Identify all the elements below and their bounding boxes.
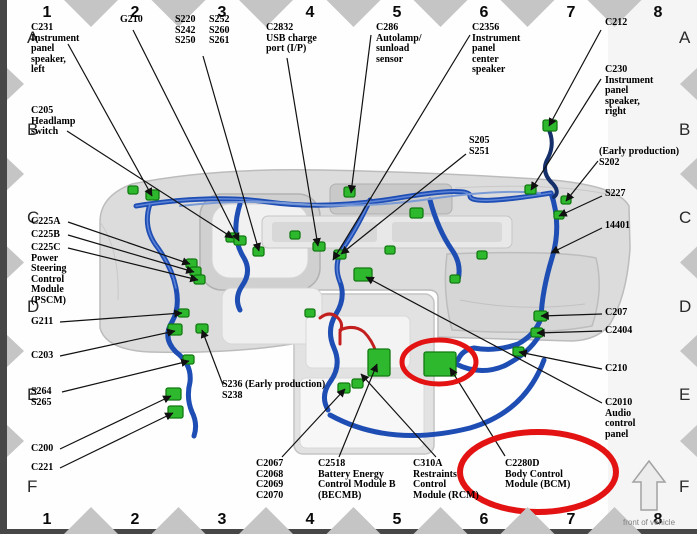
connector — [409, 207, 424, 219]
leader-line-c230 — [530, 78, 602, 191]
connector — [449, 274, 461, 284]
leader-line-s205-s251 — [340, 153, 467, 255]
grid-triangle-icon — [7, 335, 24, 367]
grid-triangle-icon — [680, 158, 697, 190]
grid-triangle-icon — [64, 507, 118, 534]
grid-triangle-icon — [7, 68, 24, 100]
grid-triangle-icon — [7, 425, 24, 457]
leader-line-c2518-becmb — [338, 363, 378, 458]
leader-line-c200 — [59, 395, 172, 450]
leader-line-c212 — [548, 29, 602, 127]
grid-triangle-icon — [587, 0, 642, 27]
connector — [167, 405, 184, 419]
connector — [351, 378, 364, 389]
connector — [127, 185, 139, 195]
grid-triangle-icon — [7, 246, 24, 279]
grid-triangle-icon — [151, 507, 206, 534]
grid-triangle-icon — [326, 0, 381, 27]
connector — [233, 235, 247, 246]
leader-line-p14401 — [550, 227, 603, 254]
grid-triangle-icon — [500, 507, 555, 534]
connector — [423, 351, 457, 377]
connector — [145, 189, 160, 201]
connector — [384, 245, 396, 255]
leader-line-c203 — [59, 328, 176, 357]
grid-triangle-icon — [680, 246, 697, 279]
leader-line-g210 — [132, 29, 240, 242]
leader-line-c207 — [540, 311, 603, 320]
leader-line-c225a — [67, 221, 191, 266]
connector — [165, 387, 182, 401]
leader-line-s227 — [558, 195, 603, 217]
leader-line-c2356 — [332, 34, 471, 261]
grid-triangle-icon — [151, 0, 206, 27]
connector — [304, 308, 316, 318]
grid-triangle-icon — [587, 507, 642, 534]
connector — [476, 250, 488, 260]
grid-triangle-icon — [500, 0, 555, 27]
grid-triangle-icon — [239, 507, 293, 534]
grid-triangle-icon — [7, 158, 24, 190]
grid-triangle-icon — [680, 68, 697, 100]
connector — [289, 230, 301, 240]
leader-line-c231 — [67, 43, 153, 197]
connector — [312, 241, 326, 252]
leader-line-c221 — [59, 412, 174, 469]
leader-line-c2067-group — [281, 388, 346, 458]
highlight-ellipse — [399, 337, 479, 387]
grid-triangle-icon — [680, 335, 697, 367]
grid-triangle-icon — [413, 0, 468, 27]
front-of-vehicle-label: front of vehicle — [622, 518, 676, 527]
leader-line-s202 — [565, 160, 599, 202]
leader-line-c2832 — [286, 57, 321, 247]
leader-line-g211 — [59, 309, 183, 323]
connector — [512, 346, 525, 357]
front-arrow-icon — [631, 459, 667, 511]
connector — [167, 323, 183, 336]
connector — [524, 184, 537, 195]
front-of-vehicle-compass: front of vehicle — [617, 459, 681, 527]
leader-line-c205 — [66, 130, 234, 239]
connector — [343, 186, 356, 198]
connector — [542, 119, 558, 132]
grid-triangle-icon — [239, 0, 293, 27]
leader-line-c2404 — [536, 328, 603, 337]
leader-line-s264-s265 — [61, 358, 190, 393]
highlight-ellipse — [457, 429, 619, 515]
dashboard-illustration — [99, 124, 631, 455]
leader-line-c225b — [67, 234, 195, 274]
leader-line-c210 — [518, 349, 603, 370]
grid-triangle-icon — [680, 425, 697, 457]
leader-line-c2010 — [365, 276, 603, 404]
grid-triangle-icon — [64, 0, 118, 27]
leader-line-s236-s238 — [200, 329, 224, 386]
leader-line-s220-group — [202, 55, 261, 252]
grid-triangle-icon — [326, 507, 381, 534]
connector — [337, 382, 351, 394]
leader-line-c310a-rcm — [360, 373, 437, 458]
connector — [367, 348, 391, 377]
leader-line-c286 — [347, 34, 372, 194]
grid-triangle-icon — [413, 507, 468, 534]
leader-line-c225c-pscm — [67, 247, 199, 283]
left-border-bar — [0, 0, 7, 534]
